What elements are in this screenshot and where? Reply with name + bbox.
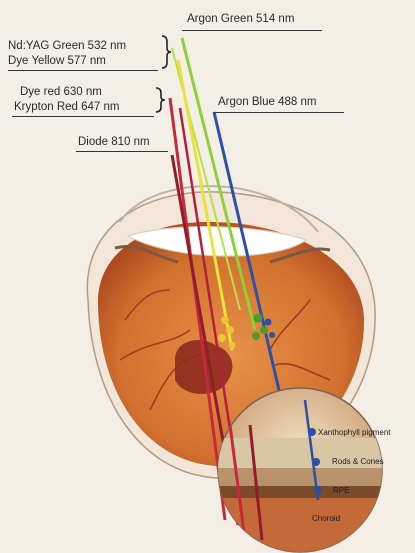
argon-blue-underline: [214, 112, 344, 113]
diode-underline: [76, 151, 168, 152]
argon-blue-label: Argon Blue 488 nm: [218, 96, 316, 109]
rpe-label: RPE: [333, 486, 349, 495]
choroid-label: Choroid: [312, 514, 340, 523]
bracket-upper: [162, 36, 171, 68]
bracket-lower: [156, 88, 165, 112]
dye-yellow-underline: [8, 70, 158, 71]
diode-label: Diode 810 nm: [78, 136, 150, 149]
krypton-red-label: Krypton Red 647 nm: [14, 101, 119, 114]
argon-green-underline: [182, 30, 322, 31]
argon-green-label: Argon Green 514 nm: [187, 13, 294, 26]
dye-red-label: Dye red 630 nm: [20, 86, 102, 99]
rods-cones-label: Rods & Cones: [332, 457, 384, 466]
ndyag-green-label: Nd:YAG Green 532 nm: [8, 40, 126, 53]
krypton-red-underline: [12, 116, 154, 117]
xanthophyll-label: Xanthophyll pigment: [318, 428, 391, 437]
dye-yellow-label: Dye Yellow 577 nm: [8, 55, 106, 68]
